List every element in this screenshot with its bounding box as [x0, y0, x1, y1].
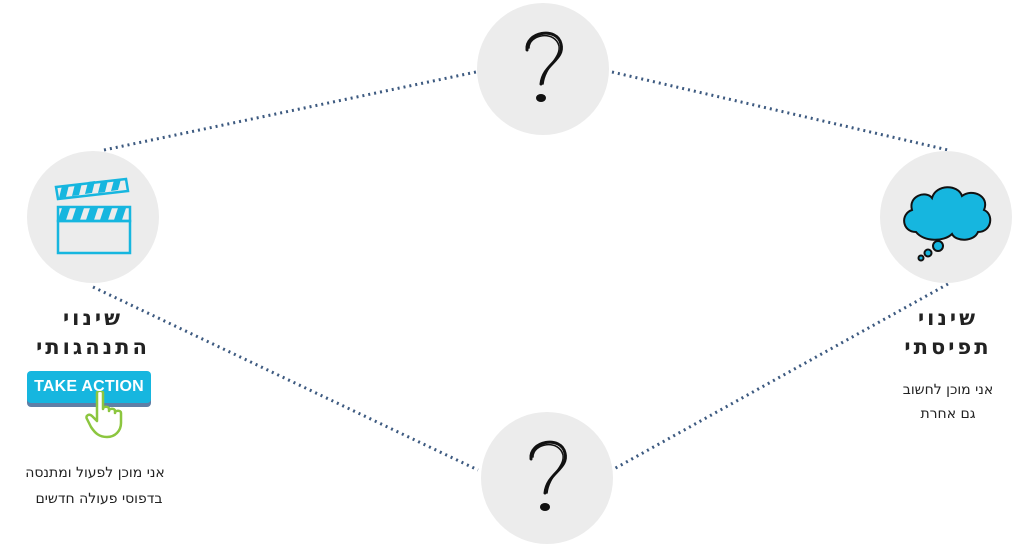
take-action-button[interactable]: TAKE ACTION	[27, 371, 151, 439]
node-bottom	[481, 412, 613, 544]
right-title-line1: שינוי	[917, 306, 978, 330]
thought-cloud-icon	[903, 186, 992, 262]
node-left	[27, 151, 159, 283]
pointing-hand-icon	[85, 391, 123, 439]
connector-left-bottom	[92, 285, 479, 472]
left-description-line1: אני מוכן לפעול ומתנסה	[25, 465, 165, 481]
node-top	[477, 3, 609, 135]
right-description-line2: גם אחרת	[920, 406, 976, 422]
connector-right-bottom	[611, 282, 949, 472]
clapperboard-icon	[54, 177, 132, 255]
take-action-label: TAKE ACTION	[27, 371, 151, 403]
right-description-line1: אני מוכן לחשוב	[902, 382, 994, 398]
connector-left-top	[103, 70, 477, 152]
node-right	[880, 151, 1012, 283]
left-title-line2: התנהגותי	[36, 335, 150, 359]
left-description-line2: בדפוסי פעולה חדשים	[35, 491, 163, 507]
right-title-line2: תפיסתי	[904, 335, 992, 359]
question-mark-icon	[525, 31, 563, 102]
question-mark-icon	[529, 440, 567, 511]
connector-top-right	[611, 70, 949, 152]
left-title-line1: שינוי	[62, 306, 123, 330]
